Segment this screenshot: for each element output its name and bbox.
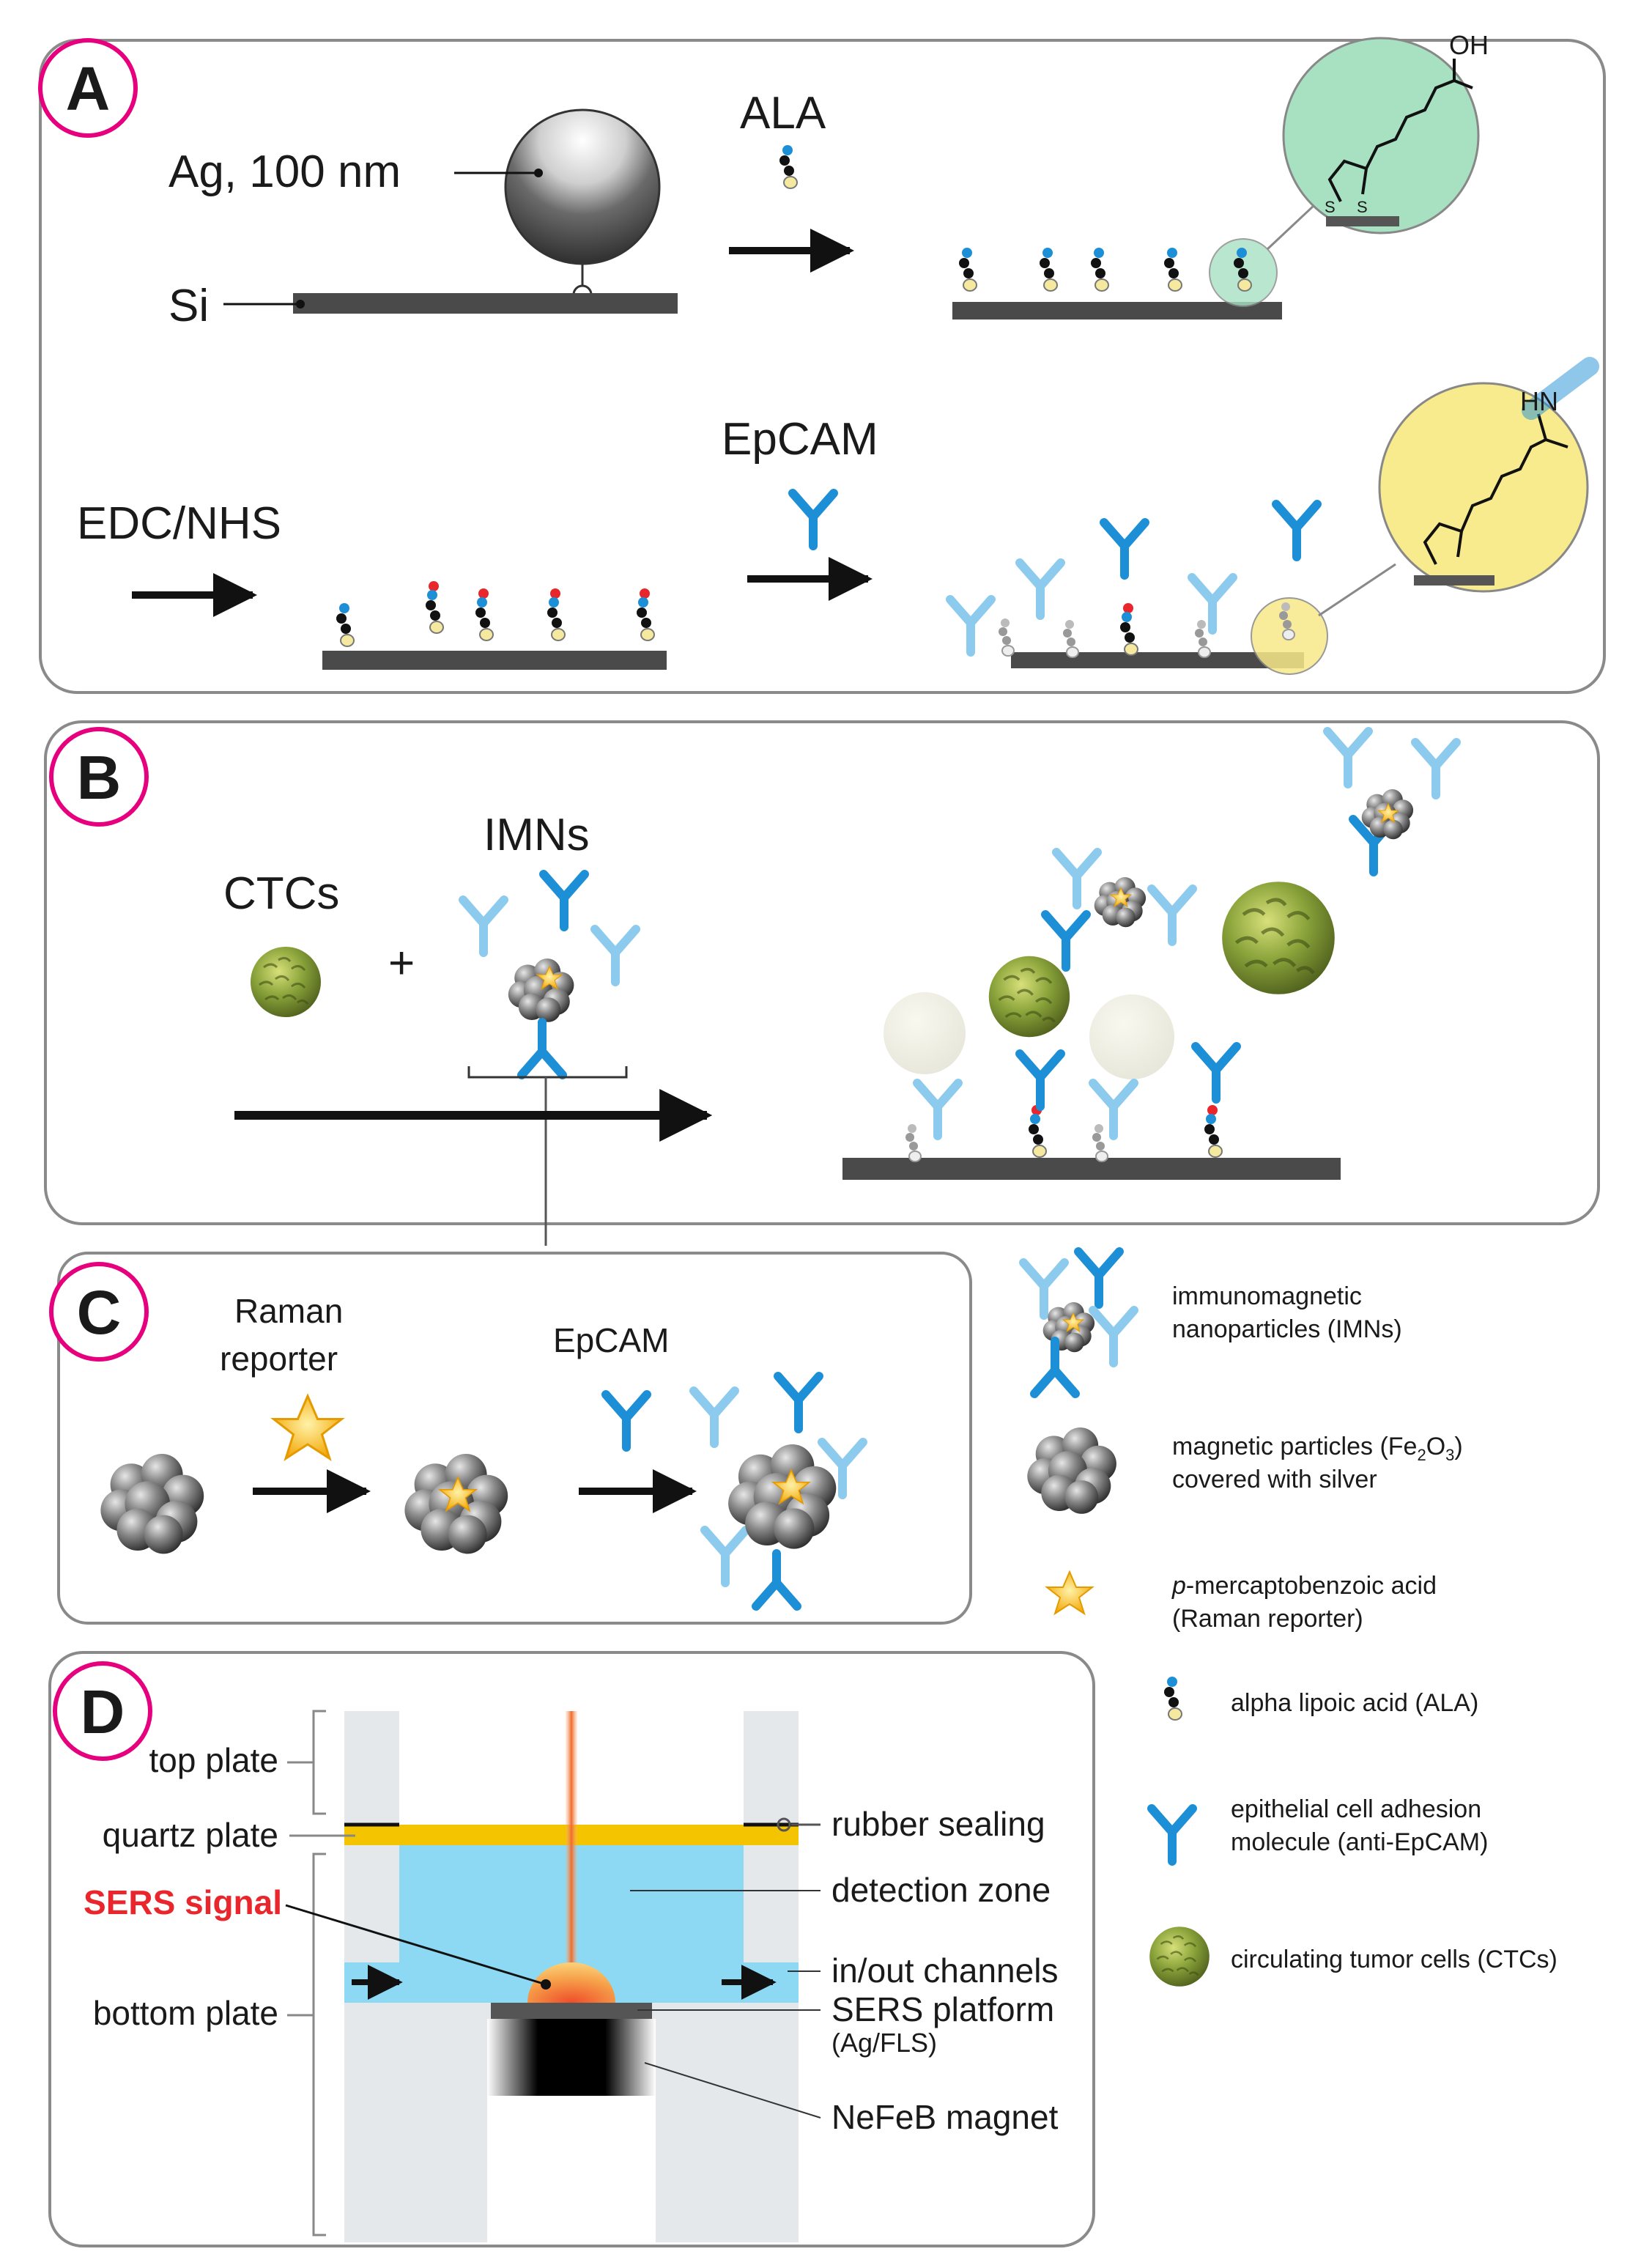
- panel-c-frame: [57, 1252, 972, 1625]
- zoom-substrate-green: [1326, 216, 1399, 226]
- si-leader-dot: [296, 300, 305, 309]
- bottom-plate-label: bottom plate: [93, 1994, 278, 2032]
- raman-label-line2: reporter: [220, 1340, 338, 1378]
- legend-ctc-icon: [1148, 1925, 1211, 1988]
- plus-sign: +: [388, 938, 415, 989]
- ala-label: ALA: [740, 88, 826, 138]
- sers-signal-leader: [285, 1904, 547, 1986]
- rubber-seal-marker: [777, 1817, 791, 1832]
- panel-b-badge: [49, 727, 149, 827]
- edc-nhs-label: EDC/NHS: [77, 498, 281, 549]
- silicon-substrate: [293, 293, 678, 314]
- rubber-sealing-label: rubber sealing: [831, 1805, 1045, 1843]
- s-label: S: [1325, 198, 1336, 216]
- top-plate-label: top plate: [149, 1741, 278, 1779]
- si-label: Si: [168, 281, 209, 331]
- epcam-label-c: EpCAM: [553, 1321, 669, 1359]
- sers-signal-glow: [527, 1962, 615, 2003]
- panel-d-badge: [53, 1661, 152, 1761]
- lipoic-acid-structure: [1327, 59, 1473, 202]
- legend-imn-line1: immunomagnetic: [1172, 1282, 1362, 1310]
- legend-pmba-line2: (Raman reporter): [1172, 1605, 1363, 1633]
- legend-star-icon: [1046, 1571, 1093, 1614]
- legend-imn-icon: [1023, 1252, 1134, 1394]
- hn-label: HN: [1520, 386, 1558, 416]
- amide-structure: [1423, 413, 1568, 565]
- panel-d-letter: D: [81, 1677, 125, 1746]
- magnet-label: NeFeB magnet: [831, 2098, 1059, 2136]
- sers-platform: [491, 2003, 652, 2019]
- oh-label: OH: [1449, 30, 1489, 60]
- legend-ala-icon: [1163, 1676, 1182, 1721]
- sers-platform-label: SERS platform: [831, 1990, 1054, 2028]
- ag-label: Ag, 100 nm: [168, 147, 401, 197]
- panel-c-badge: [49, 1262, 149, 1362]
- panel-a-badge: [38, 38, 138, 138]
- panel-b-frame: [44, 720, 1600, 1225]
- imn-bracket: [467, 1066, 628, 1079]
- sers-platform-sub-label: (Ag/FLS): [831, 2028, 937, 2058]
- ala-substrate: [952, 302, 1282, 319]
- zoom-antibody-fragment: [1522, 357, 1599, 420]
- legend-pmba-line1: p-mercaptobenzoic acid: [1171, 1572, 1437, 1600]
- legend-ala: alpha lipoic acid (ALA): [1231, 1689, 1478, 1717]
- capture-substrate: [842, 1158, 1341, 1180]
- ag-leader-dot: [534, 169, 543, 177]
- nefeb-magnet: [487, 2019, 656, 2096]
- panel-a-frame: [39, 39, 1606, 694]
- panel-b: B CTCs + IMNs: [44, 720, 1600, 1246]
- epcam-label-a: EpCAM: [722, 414, 878, 465]
- legend-magnetic-line1: magnetic particles (Fe2O3): [1172, 1433, 1463, 1464]
- activated-substrate: [322, 651, 667, 670]
- magnet-leader: [644, 2062, 821, 2119]
- legend: immunomagnetic nanoparticles (IMNs) magn…: [1023, 1252, 1557, 1988]
- ctc-faint: [1089, 994, 1174, 1079]
- sers-signal-label: SERS signal: [84, 1883, 282, 1921]
- in-out-channels-label: in/out channels: [831, 1951, 1058, 1990]
- raman-label-line1: Raman: [234, 1292, 343, 1330]
- panel-c-letter: C: [77, 1278, 122, 1347]
- quartz-plate-label: quartz plate: [103, 1816, 278, 1854]
- s-label: S: [1357, 198, 1368, 216]
- zoom-circle-large-green: [1282, 37, 1480, 234]
- bottom-plate-bracket: [312, 1853, 326, 2236]
- panel-a-letter: A: [66, 54, 111, 123]
- antibody-substrate: [1011, 652, 1304, 668]
- silver-nanoparticle: [504, 108, 661, 265]
- laser-beam: [566, 1711, 577, 1993]
- imns-label: IMNs: [484, 810, 590, 860]
- ctc-faint: [884, 992, 966, 1074]
- panel-c: C Raman reporter EpCAM: [49, 1252, 972, 1625]
- legend-epcam-line1: epithelial cell adhesion: [1231, 1795, 1481, 1823]
- legend-epcam-line2: molecule (anti-EpCAM): [1231, 1828, 1488, 1856]
- panel-b-letter: B: [77, 743, 122, 812]
- legend-imn-line2: nanoparticles (IMNs): [1172, 1315, 1402, 1343]
- ctcs-label: CTCs: [223, 868, 339, 919]
- legend-antibody-icon: [1152, 1809, 1193, 1861]
- legend-magnetic-line2: covered with silver: [1172, 1466, 1377, 1493]
- zoom-circle-large-yellow: [1378, 382, 1589, 593]
- ctc-cell: [249, 945, 322, 1019]
- magnet-cavity: [487, 2096, 656, 2242]
- panel-a: A Ag, 100 nm Si ALA OH S: [38, 30, 1606, 694]
- ctc-captured-large: [1222, 882, 1335, 994]
- zoom-line-yellow: [1318, 563, 1396, 617]
- legend-magnetic-icon: [1027, 1427, 1116, 1514]
- legend-ctc: circulating tumor cells (CTCs): [1231, 1946, 1557, 1973]
- ctc-captured: [988, 955, 1071, 1038]
- zoom-substrate-yellow: [1414, 575, 1494, 586]
- panel-d: D top plate quartz plate SERS signal bot…: [48, 1651, 1095, 2247]
- detection-zone-label: detection zone: [831, 1871, 1051, 1909]
